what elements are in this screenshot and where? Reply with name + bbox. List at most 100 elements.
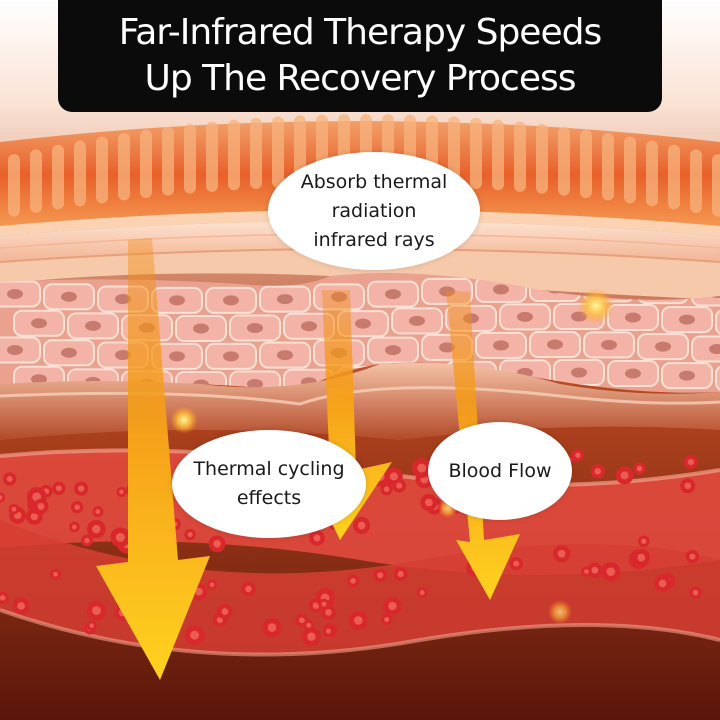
heat-glow-spots (170, 288, 614, 624)
skin-cell (661, 306, 713, 334)
pad-rib (52, 144, 64, 210)
skin-cell (67, 312, 119, 340)
red-blood-cell (74, 481, 89, 496)
red-blood-cell (262, 617, 282, 638)
skin-cell (43, 283, 95, 311)
skin-cell (391, 307, 443, 335)
red-blood-cell (81, 534, 93, 547)
callout-absorb-line-1: Absorb thermal (300, 170, 448, 193)
red-blood-cell (383, 596, 402, 616)
pad-rib (8, 154, 20, 217)
pad-rib (668, 144, 680, 210)
red-blood-cell (86, 600, 107, 621)
red-blood-cell (352, 516, 371, 535)
skin-cell (13, 309, 65, 337)
red-blood-cell (392, 478, 407, 493)
skin-cell (205, 342, 257, 370)
red-blood-cell (590, 464, 605, 479)
callout-thermal-line-2: effects (236, 487, 302, 509)
red-blood-cell (3, 472, 17, 486)
callout-blood-flow-line-1: Blood Flow (448, 459, 552, 482)
skin-cell (259, 341, 311, 369)
pad-rib (184, 124, 196, 194)
callout-thermal-line-1: Thermal cycling (193, 458, 345, 480)
skin-cell (205, 286, 257, 314)
red-blood-cell (322, 625, 335, 637)
skin-cell (259, 285, 311, 313)
skin-cell (151, 286, 203, 314)
infrared-arrow-left (96, 238, 210, 680)
title-line-2: Up The Recovery Process (144, 58, 577, 99)
skin-cell (715, 308, 720, 336)
red-blood-cell (68, 521, 80, 533)
red-blood-cell (52, 481, 66, 495)
red-blood-cell (689, 586, 702, 599)
red-blood-cell (509, 556, 524, 571)
callout-absorb-thermal-radiation: Absorb thermal radiation infrared rays (268, 152, 480, 270)
red-blood-cell (12, 597, 30, 615)
pad-rib (470, 117, 482, 189)
pad-rib (140, 129, 152, 198)
pad-rib (580, 129, 592, 198)
red-blood-cell (633, 462, 646, 475)
red-blood-cell (380, 613, 393, 626)
red-blood-cell (217, 604, 233, 620)
red-blood-cell (380, 482, 393, 496)
red-blood-cell (208, 535, 226, 553)
pad-rib (96, 136, 108, 204)
red-blood-cell (685, 549, 700, 564)
red-blood-cell (0, 591, 9, 605)
skin-cell (0, 336, 41, 364)
pad-rib (118, 132, 130, 201)
pad-rib (624, 136, 636, 204)
red-blood-cell (411, 458, 432, 479)
pad-rib (690, 149, 702, 213)
skin-cell (499, 303, 551, 331)
red-blood-cell (373, 568, 387, 583)
pad-rib (162, 126, 174, 196)
red-blood-cell (632, 548, 651, 567)
skin-cell (637, 333, 689, 361)
red-blood-cell (86, 620, 97, 631)
callout-absorb-line-3: infrared rays (313, 228, 435, 251)
red-blood-cell (680, 478, 696, 494)
skin-cell (661, 362, 713, 390)
pad-rib (30, 149, 42, 213)
red-blood-cell (241, 581, 256, 597)
skin-cell (229, 314, 281, 342)
infrared-arrow-right (446, 290, 520, 600)
pad-rib (272, 116, 284, 188)
red-blood-cell (348, 610, 368, 631)
pad-rib (250, 117, 262, 189)
skin-cell (0, 280, 41, 308)
red-blood-cell (420, 493, 438, 512)
red-blood-cell (601, 562, 621, 582)
red-blood-cell (346, 574, 360, 588)
callout-blood-flow: Blood Flow (428, 422, 572, 520)
skin-cell (553, 359, 605, 387)
red-blood-cell (92, 506, 104, 518)
skin-cell (367, 336, 419, 364)
red-blood-cell (184, 528, 196, 541)
red-blood-cell (110, 527, 131, 548)
red-blood-cell (416, 587, 428, 598)
pad-rib (228, 119, 240, 191)
callout-absorb-line-2: radiation (331, 199, 417, 222)
skin-cell (691, 335, 720, 363)
red-blood-cell (206, 579, 218, 590)
red-blood-cell (553, 545, 571, 563)
skin-cell (175, 314, 227, 342)
skin-cell (475, 331, 527, 359)
red-blood-cell (8, 503, 20, 515)
red-blood-cell (581, 566, 592, 577)
callout-thermal-cycling-effects: Thermal cycling effects (172, 430, 366, 538)
skin-cell (607, 360, 659, 388)
pad-rib (558, 126, 570, 196)
red-blood-cell (303, 619, 315, 631)
pad-rib (536, 124, 548, 194)
red-blood-cell (50, 568, 61, 580)
skin-cell (583, 331, 635, 359)
red-blood-cell (393, 567, 408, 582)
